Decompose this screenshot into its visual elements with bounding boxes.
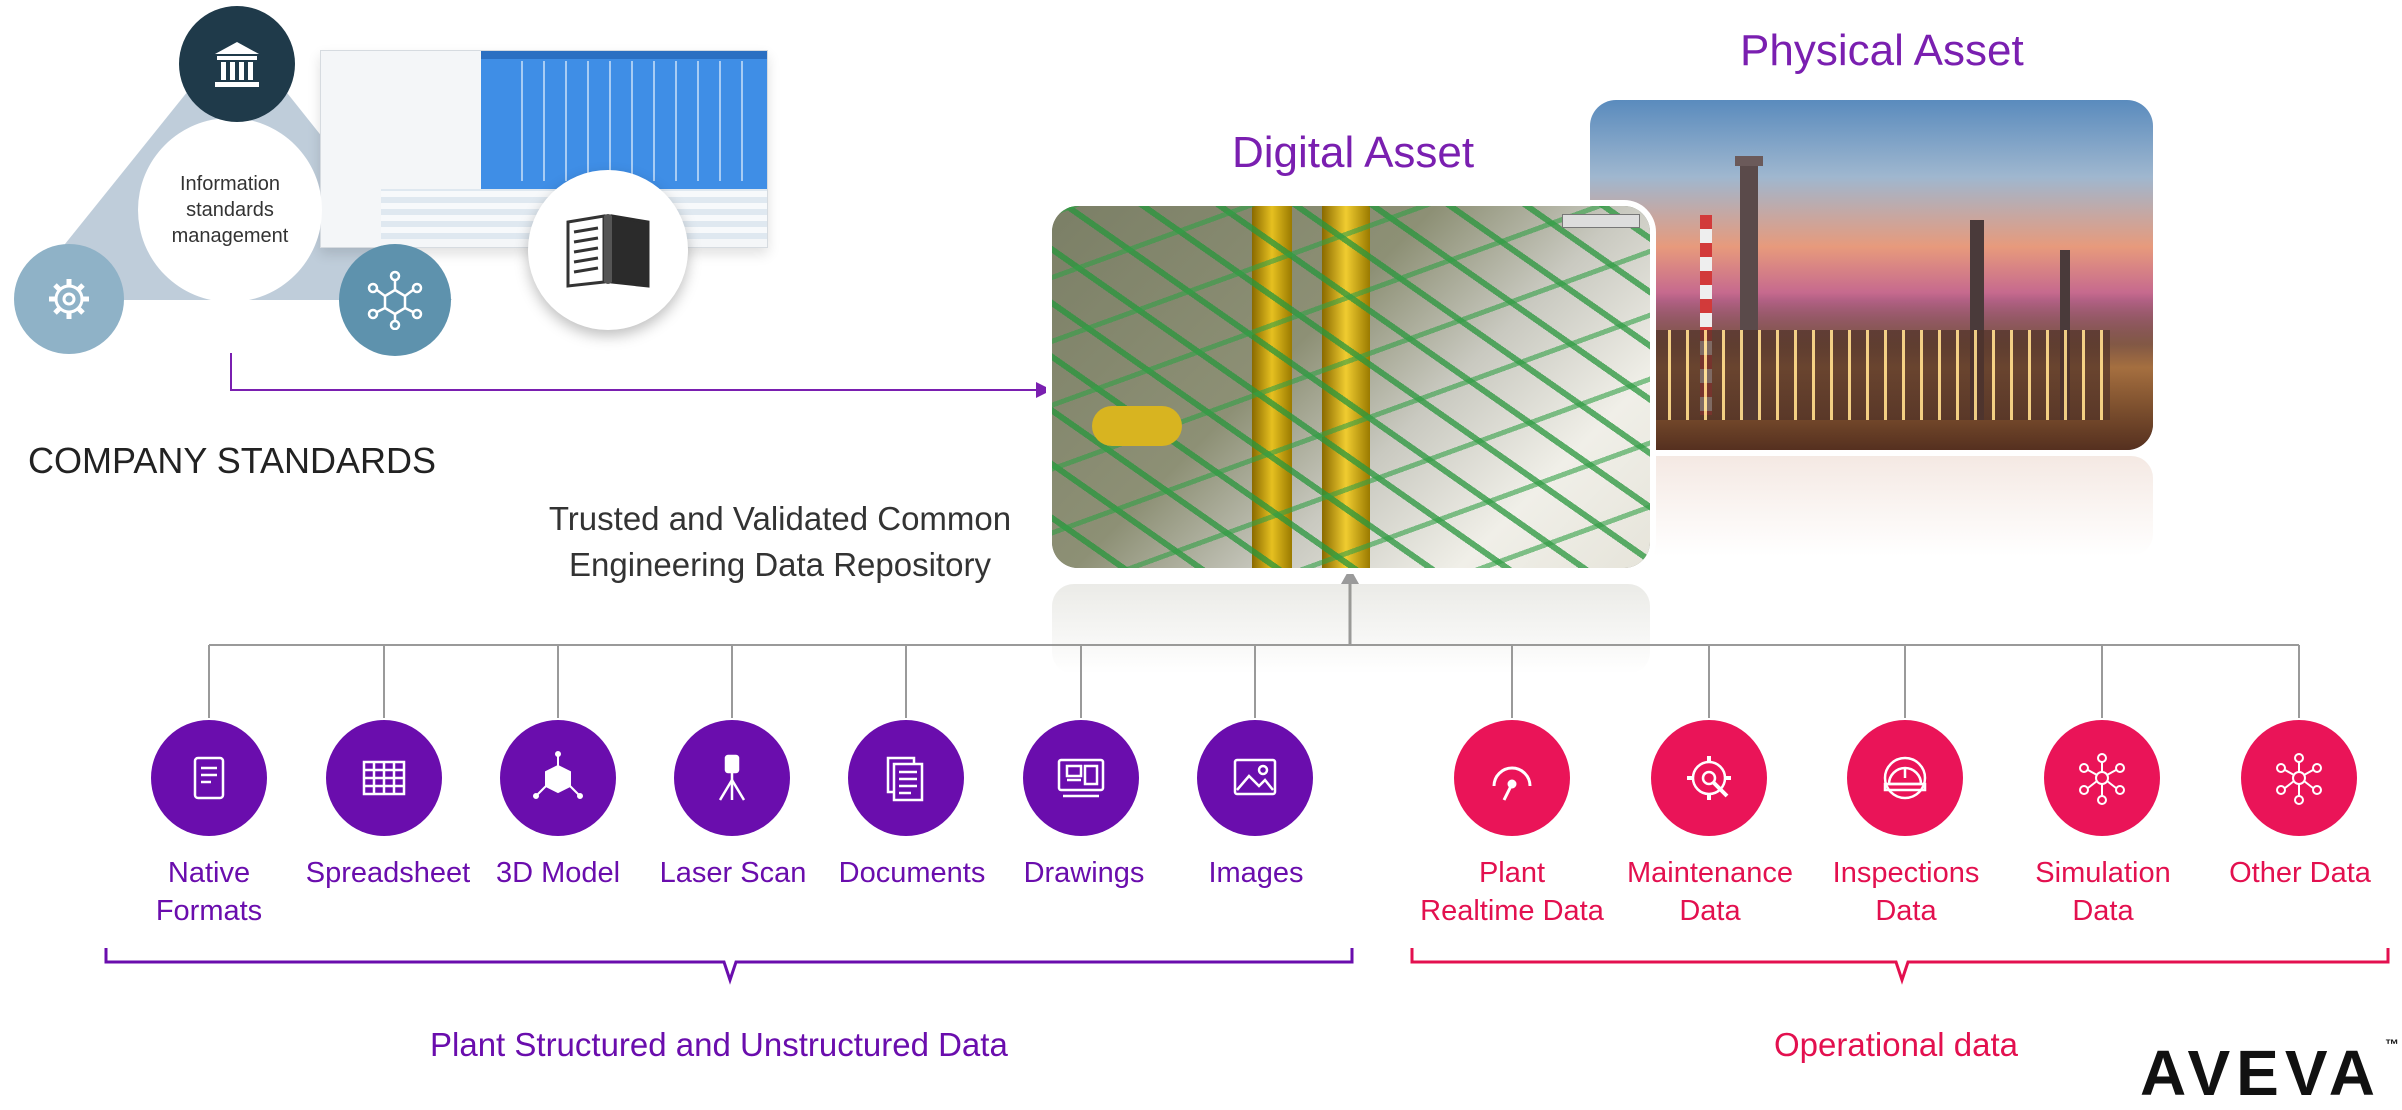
- native-formats-icon: [151, 720, 267, 836]
- 3d-model-label: 3D Model: [495, 857, 621, 889]
- gear-icon: [14, 244, 124, 354]
- logo-text: AVEVA: [2140, 1037, 2381, 1109]
- images-label: Images: [1208, 857, 1304, 889]
- inspections-label: Inspections Data: [1796, 854, 2016, 930]
- logo-tm: ™: [2385, 1036, 2402, 1052]
- gauge-icon: [1454, 720, 1570, 836]
- laser-scanner-icon: [674, 720, 790, 836]
- maintenance-label: Maintenance Data: [1600, 854, 1820, 930]
- network-cube-icon: [339, 244, 451, 356]
- center-text: Information standards management: [171, 173, 289, 247]
- simulation-line-1: Simulation: [2035, 857, 2171, 889]
- documents-label: Documents: [838, 857, 986, 889]
- simulation-label: Simulation Data: [1993, 854, 2213, 930]
- wrench-gear-icon: [1651, 720, 1767, 836]
- company-standards-label: COMPANY STANDARDS: [28, 440, 437, 481]
- institution-icon: [179, 6, 295, 122]
- connector-lines: [104, 353, 2390, 985]
- inspections-line-1: Inspections: [1832, 857, 1980, 889]
- repository-line-2: Engineering Data Repository: [569, 546, 991, 583]
- physical-asset-reflection: [1590, 456, 2153, 556]
- plant-data-group-label: Plant Structured and Unstructured Data: [430, 1026, 1008, 1063]
- center-circle: Information standards management: [138, 118, 322, 302]
- standards-diagram: Information standards management: [0, 0, 770, 360]
- maintenance-line-2: Data: [1679, 895, 1741, 927]
- repository-line-1: Trusted and Validated Common: [548, 500, 1012, 537]
- cube-icon: [500, 720, 616, 836]
- plant-realtime-line-1: Plant: [1478, 857, 1546, 889]
- hard-hat-icon: [1847, 720, 1963, 836]
- drawings-label: Drawings: [1023, 857, 1145, 889]
- native-formats-line-1: Native: [167, 857, 251, 889]
- native-formats-label: Native Formats: [99, 854, 319, 930]
- plant-realtime-line-2: Realtime Data: [1420, 895, 1604, 927]
- spreadsheet-icon: [326, 720, 442, 836]
- simulation-line-2: Data: [2072, 895, 2134, 927]
- other-data-label: Other Data: [2229, 857, 2371, 889]
- drawings-icon: [1023, 720, 1139, 836]
- digital-asset-title: Digital Asset: [1232, 128, 1475, 177]
- spreadsheet-label: Spreadsheet: [305, 857, 471, 889]
- physical-asset-title: Physical Asset: [1740, 26, 2024, 75]
- operational-data-group-label: Operational data: [1774, 1026, 2019, 1063]
- digital-asset-image: [1052, 206, 1650, 568]
- open-book-icon: [528, 170, 688, 330]
- documents-icon: [848, 720, 964, 836]
- other-data-network-icon: [2241, 720, 2357, 836]
- native-formats-line-2: Formats: [155, 895, 263, 927]
- repository-caption: Trusted and Validated Common Engineering…: [500, 496, 1060, 588]
- plant-realtime-label: Plant Realtime Data: [1402, 854, 1622, 930]
- simulation-network-icon: [2044, 720, 2160, 836]
- maintenance-line-1: Maintenance: [1626, 857, 1794, 889]
- image-icon: [1197, 720, 1313, 836]
- digital-asset-reflection: [1052, 584, 1650, 674]
- laser-scan-label: Laser Scan: [659, 857, 807, 889]
- inspections-line-2: Data: [1875, 895, 1937, 927]
- physical-asset-image: [1590, 100, 2153, 450]
